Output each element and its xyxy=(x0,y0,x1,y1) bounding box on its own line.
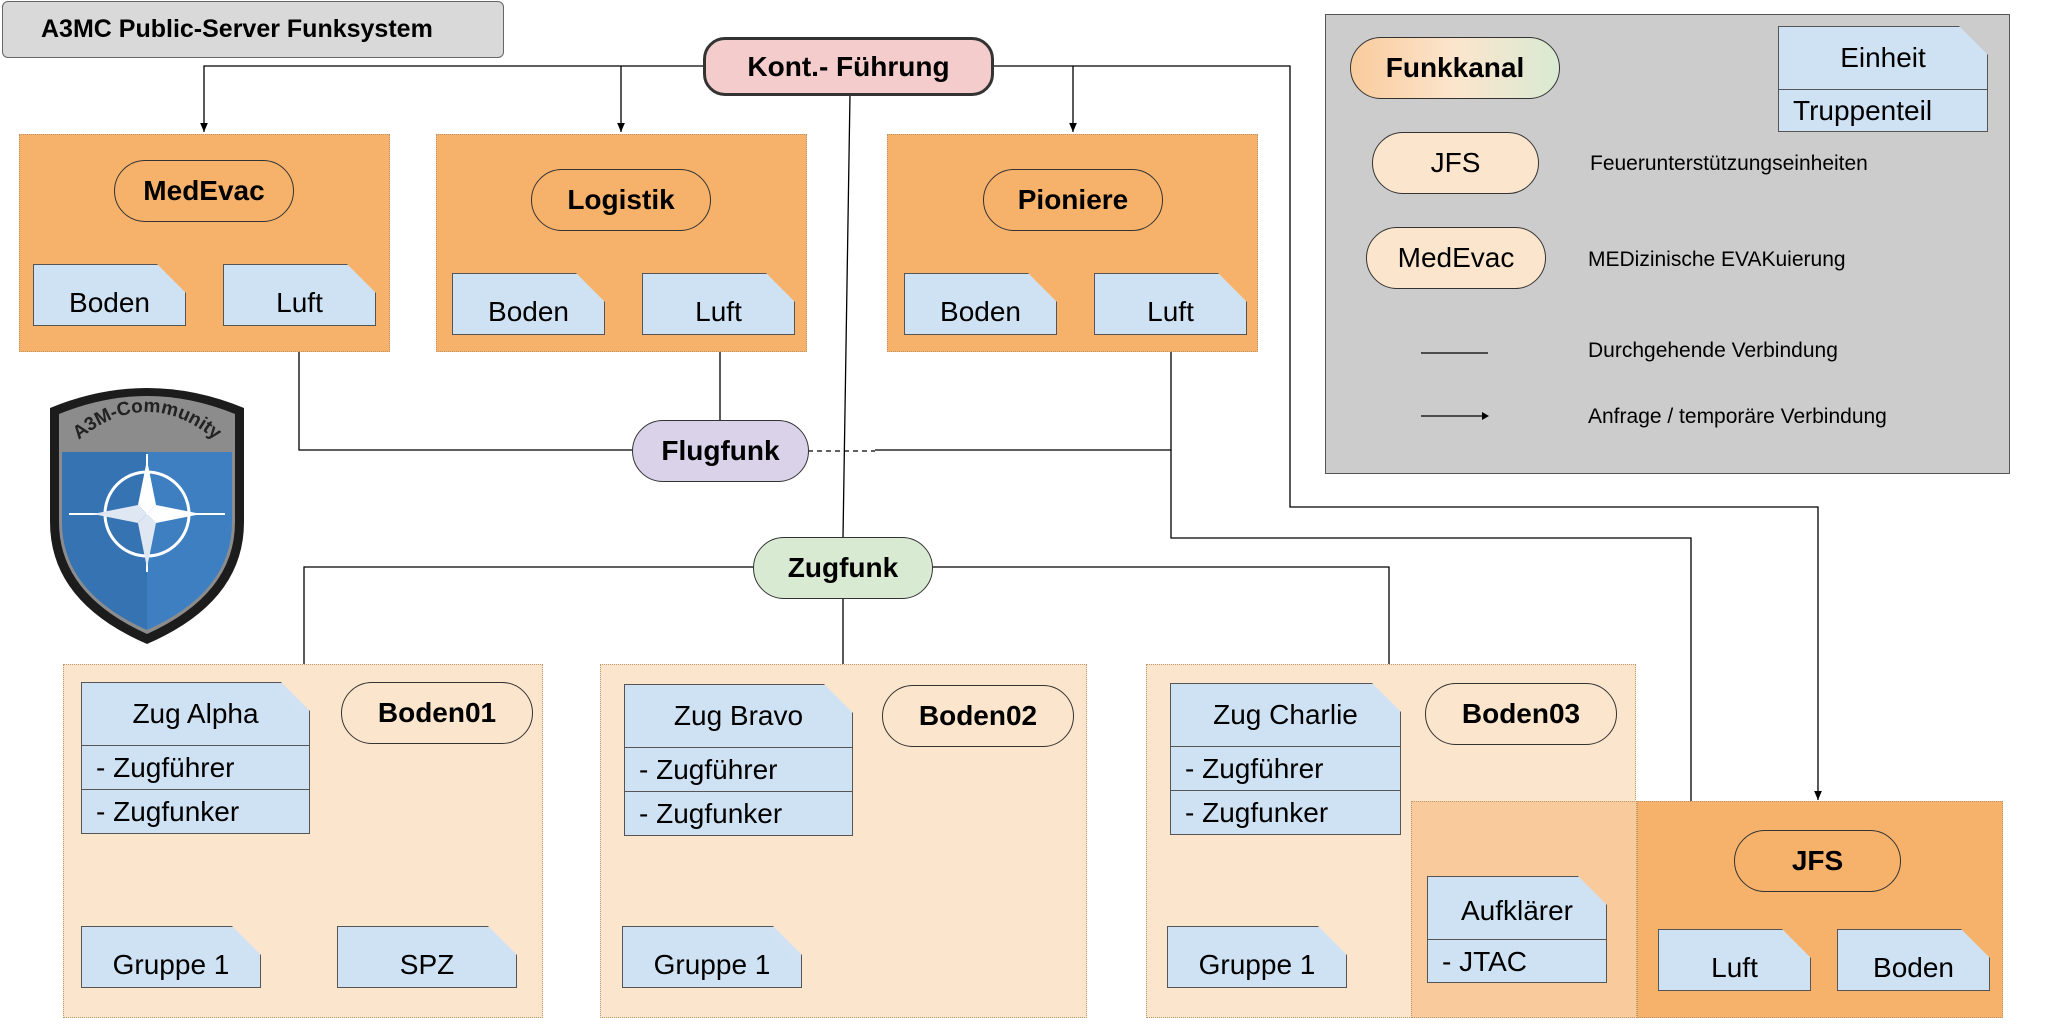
hq-label: Kont.- Führung xyxy=(747,50,950,82)
aufklaerer-label: Aufklärer xyxy=(1460,895,1574,926)
hq-node: Kont.- Führung xyxy=(703,37,994,96)
link-zugfunk-boden03 xyxy=(933,566,1390,664)
legend-medevac: MedEvac xyxy=(1366,227,1546,289)
zugfunk-channel: Zugfunk xyxy=(753,537,933,599)
logistik-boden-unit: Boden xyxy=(452,272,606,335)
a3m-community-badge-logo: A3M-Community xyxy=(50,388,244,644)
jtac-label: - JTAC xyxy=(1442,945,1528,977)
pioniere-luft-unit: Luft xyxy=(1094,272,1248,335)
link-hq-medevac xyxy=(200,65,703,132)
zugfuehrer-label: - Zugführer xyxy=(1185,752,1324,784)
spz-unit: SPZ xyxy=(337,925,518,988)
legend-arrow-desc: Anfrage / temporäre Verbindung xyxy=(1588,405,1887,428)
aufklaerer-unit: Aufklärer - JTAC xyxy=(1427,875,1608,983)
boden03-channel: Boden03 xyxy=(1425,683,1617,745)
legend-jfs: JFS xyxy=(1372,132,1539,194)
jfs-boden-unit: Boden xyxy=(1837,928,1991,991)
zug-alpha-unit: Zug Alpha - Zugführer - Zugfunker xyxy=(81,681,311,834)
legend-medevac-desc: MEDizinische EVAKuierung xyxy=(1588,248,1846,271)
zugfuehrer-label: - Zugführer xyxy=(639,753,778,785)
boden01-gruppe1-unit: Gruppe 1 xyxy=(81,925,262,988)
legend-line-desc: Durchgehende Verbindung xyxy=(1588,339,1838,362)
boden01-channel: Boden01 xyxy=(341,682,533,744)
zugfunker-label: - Zugfunker xyxy=(639,797,783,829)
link-hq-jfs xyxy=(1073,65,1822,800)
zugfunker-label: - Zugfunker xyxy=(96,795,240,827)
zug-charlie-unit: Zug Charlie - Zugführer - Zugfunker xyxy=(1170,682,1402,835)
legend-truppenteil-label: Truppenteil xyxy=(1793,94,1933,126)
boden03-gruppe1-unit: Gruppe 1 xyxy=(1167,925,1348,988)
logistik-luft-unit: Luft xyxy=(642,272,796,335)
link-hq-zugfunk xyxy=(842,93,851,538)
jfs-luft-unit: Luft xyxy=(1658,928,1812,991)
flugfunk-channel: Flugfunk xyxy=(632,420,809,482)
zug-alpha-label: Zug Alpha xyxy=(132,698,259,729)
zug-bravo-label: Zug Bravo xyxy=(673,700,804,731)
link-zugfunk-boden01 xyxy=(303,566,753,664)
page-title: A3MC Public-Server Funksystem xyxy=(2,1,504,58)
link-hq-pioniere xyxy=(993,65,1077,132)
medevac-luft-unit: Luft xyxy=(223,263,377,326)
pioniere-boden-unit: Boden xyxy=(904,272,1058,335)
boden02-channel: Boden02 xyxy=(882,685,1074,747)
legend-einheit-truppenteil: Einheit Truppenteil xyxy=(1778,25,1989,132)
legend-funkkanal: Funkkanal xyxy=(1350,37,1560,99)
legend-einheit-label: Einheit xyxy=(1840,42,1926,73)
zugfunker-label: - Zugfunker xyxy=(1185,796,1329,828)
medevac-channel: MedEvac xyxy=(114,160,294,222)
zug-charlie-label: Zug Charlie xyxy=(1213,699,1358,730)
boden02-gruppe1-unit: Gruppe 1 xyxy=(622,925,803,988)
jfs-channel: JFS xyxy=(1734,830,1901,892)
legend-arrow-sample xyxy=(1421,412,1489,420)
zug-bravo-unit: Zug Bravo - Zugführer - Zugfunker xyxy=(624,683,854,836)
medevac-boden-unit: Boden xyxy=(33,263,187,326)
legend-jfs-desc: Feuerunterstützungseinheiten xyxy=(1590,152,1868,175)
logistik-channel: Logistik xyxy=(531,169,711,231)
zugfuehrer-label: - Zugführer xyxy=(96,751,235,783)
link-medevac-luft-flugfunk xyxy=(298,326,633,451)
pioniere-channel: Pioniere xyxy=(983,169,1163,231)
legend-line-sample xyxy=(1421,352,1488,354)
